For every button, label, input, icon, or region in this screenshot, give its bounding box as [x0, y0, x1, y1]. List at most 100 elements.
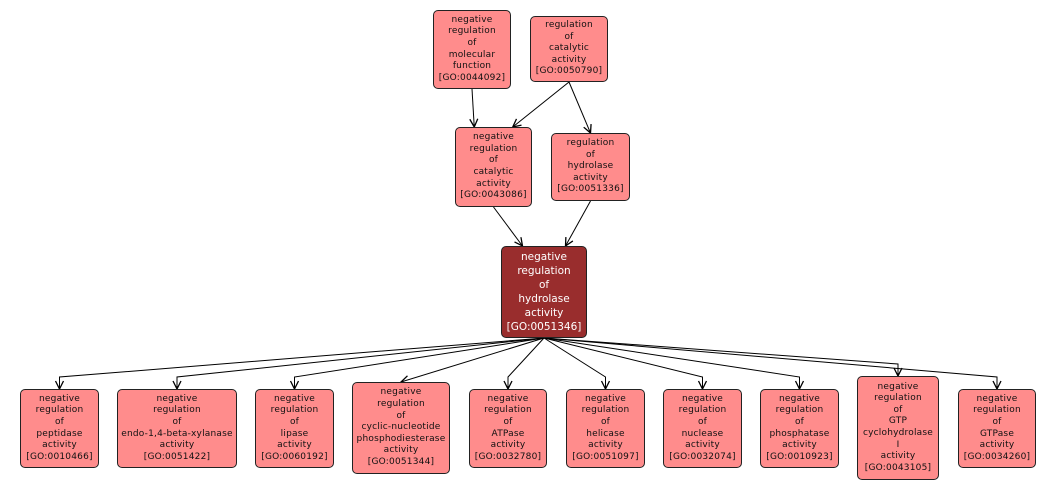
term-label-line: lipase [280, 428, 309, 439]
term-label-line: negative [473, 132, 514, 143]
term-label-line: regulation [545, 20, 593, 31]
term-label-line: molecular [448, 49, 496, 60]
go-id-label: [GO:0043105] [864, 462, 932, 473]
term-label-line: negative [487, 393, 529, 404]
edge-n_cat-to-n_hyd [568, 81, 591, 133]
term-label-line: regulation [270, 405, 319, 416]
edge-n_focus-to-n_hel [543, 337, 606, 389]
go-id-label: [GO:0032780] [474, 451, 542, 462]
term-label-line: of [488, 155, 499, 166]
term-label-line: activity [277, 440, 312, 451]
edge-n_mol-to-n_negcat [472, 88, 474, 127]
term-label-line: activity [880, 451, 916, 462]
term-label-line: ATPase [491, 428, 525, 439]
edge-n_focus-to-n_cyc [401, 337, 545, 382]
term-label-line: regulation [377, 399, 425, 410]
go-id-label: [GO:0060192] [261, 451, 328, 462]
term-label-line: of [992, 416, 1002, 427]
term-label-line: endo-1,4-beta-xylanase [121, 428, 233, 439]
term-label-line: GTP [888, 416, 908, 427]
go-id-label: [GO:0051097] [572, 451, 639, 462]
term-label-line: cyclohydrolase [862, 428, 934, 438]
go-id-label: [GO:0050790] [535, 66, 603, 77]
go-id-label: [GO:0051422] [143, 451, 211, 462]
edge-n_focus-to-n_nuc [543, 337, 703, 389]
term-label-line: activity [159, 440, 195, 451]
term-label-line: of [503, 416, 513, 427]
term-label-line: activity [573, 172, 608, 183]
term-label-line: activity [524, 307, 564, 319]
term-label-line: regulation [581, 405, 630, 416]
term-label-line: of [564, 31, 574, 42]
term-label-line: regulation [484, 405, 532, 416]
term-label-line: regulation [874, 393, 922, 404]
term-label-line: phosphodiesterase [356, 433, 446, 444]
term-label-line: hydrolase [567, 161, 614, 172]
term-label-line: of [538, 279, 550, 291]
term-label-line: of [893, 404, 903, 415]
edge-n_focus-to-n_lip [295, 337, 545, 389]
term-label-line: activity [551, 54, 587, 65]
term-label-line: of [697, 416, 708, 427]
term-label-line: regulation [678, 405, 727, 416]
go-id-label: [GO:0044092] [438, 72, 506, 83]
term-label-line: of [54, 416, 65, 427]
term-label-line: activity [588, 440, 623, 451]
term-label-line: negative [380, 387, 422, 398]
term-label-line: activity [979, 440, 1015, 451]
term-label-line: regulation [517, 265, 571, 277]
edge-n_hyd-to-n_focus [566, 200, 591, 246]
term-label-line: GTPase [979, 428, 1015, 439]
term-label-line: cyclic-nucleotide [361, 422, 441, 433]
term-label-line: regulation [35, 405, 84, 416]
term-label-line: regulation [775, 405, 824, 416]
edge-n_cat-to-n_negcat [513, 81, 570, 127]
term-label-line: catalytic [548, 43, 590, 54]
term-label-line: regulation [153, 405, 201, 416]
term-label-line: of [172, 416, 182, 427]
term-label-line: negative [451, 14, 493, 25]
term-label-line: catalytic [473, 167, 514, 177]
term-label-line: regulation [566, 138, 615, 149]
term-label-line: negative [585, 393, 626, 404]
edge-n_focus-to-n_gtp [543, 337, 997, 389]
term-label-line: activity [42, 440, 77, 451]
term-label-line: regulation [448, 26, 496, 37]
go-id-label: [GO:0051346] [506, 321, 582, 333]
term-label-line: activity [383, 445, 419, 456]
term-label-line: activity [476, 178, 511, 189]
term-label-line: negative [779, 393, 820, 404]
term-label-line: activity [490, 440, 526, 451]
term-label-line: negative [274, 393, 315, 404]
term-label-line: of [467, 37, 477, 48]
term-label-line: regulation [469, 143, 518, 154]
term-label-line: regulation [973, 405, 1021, 416]
edge-n_focus-to-n_gtpc [543, 337, 898, 376]
term-label-line: I [896, 439, 900, 450]
go-id-label: [GO:0010466] [26, 451, 93, 462]
go-id-label: [GO:0034260] [963, 451, 1031, 462]
edge-n_focus-to-n_pep [60, 337, 545, 389]
term-label-line: activity [782, 440, 817, 451]
term-label-line: negative [682, 393, 723, 404]
term-label-line: of [585, 149, 596, 160]
term-label-line: peptidase [36, 428, 83, 439]
term-label-line: negative [156, 393, 198, 404]
edge-n_focus-to-n_pho [543, 337, 800, 389]
